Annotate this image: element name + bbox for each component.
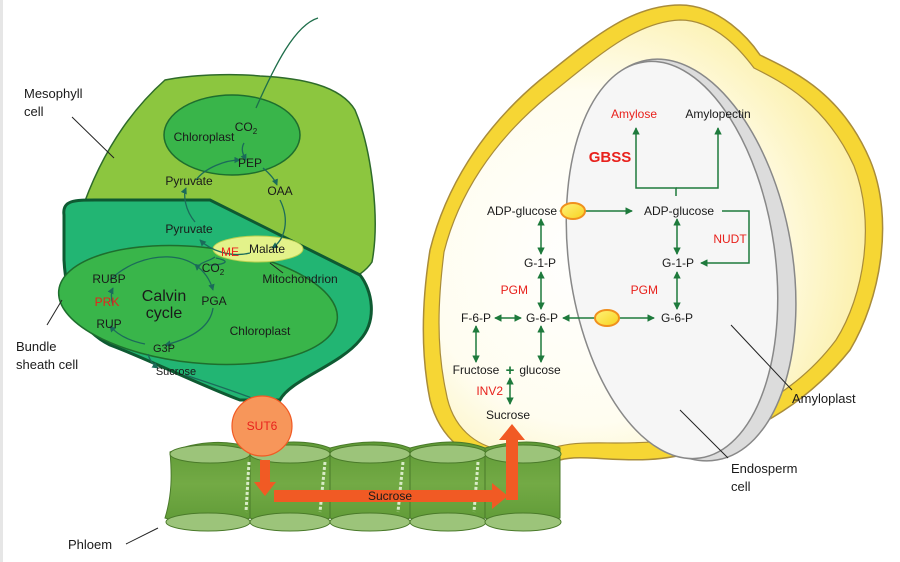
mesophyll-cell-label-line2: cell (24, 104, 44, 119)
bundle-sheath-chloroplast (57, 244, 339, 366)
calvin-cycle-label-line2: cycle (146, 305, 183, 322)
phloem-segments (164, 441, 562, 532)
fructose-label: Fructose (453, 363, 500, 377)
me-line (209, 257, 226, 266)
endosperm-cell-label-line2: cell (731, 479, 751, 494)
arrow-pga-g3p (164, 307, 214, 347)
arrow-pyruvate-to-mesophyll (180, 187, 196, 223)
sucrose-bundle-sheath-label: Sucrose (156, 366, 196, 378)
arrow-to-endosperm (499, 424, 525, 500)
bundle-sheath-chloroplast-label: Chloroplast (230, 324, 291, 338)
arrow-malate-pyruvate (199, 239, 251, 256)
arrow-co2-pep (240, 142, 247, 161)
g1p-cytosol-label: G-1-P (524, 256, 556, 270)
arrow-oaa-malate (271, 199, 286, 249)
bundle-sheath-pointer (46, 299, 63, 326)
phloem (164, 441, 562, 532)
callout-pointers (46, 116, 793, 545)
arrow-pyruvate-pep (195, 156, 241, 181)
sucrose-endosperm-label: Sucrose (486, 408, 530, 422)
pyruvate-bundle-sheath-label: Pyruvate (165, 222, 213, 236)
amyloplast (565, 58, 797, 462)
arrow-nudt (700, 210, 750, 267)
inv2-enzyme-label: INV2 (476, 384, 503, 398)
bundle-sheath-cell-label-line1: Bundle (16, 339, 56, 354)
nudt-enzyme-label: NUDT (713, 232, 747, 246)
mitochondrion-label: Mitochondrion (262, 272, 337, 286)
left-border (0, 0, 3, 562)
sut6-label: SUT6 (247, 419, 278, 433)
arrow-rup-rubp (107, 287, 114, 306)
arrow-phloem-flow (274, 483, 508, 509)
pep-label: PEP (238, 156, 262, 170)
g1p-amyloplast-label: G-1-P (662, 256, 694, 270)
sut6-transporter (231, 395, 293, 457)
oaa-label: OAA (267, 184, 292, 198)
me-enzyme-label: ME (221, 245, 239, 259)
mesophyll-chloroplast (163, 94, 301, 176)
mesophyll-chloroplast-label: Chloroplast (174, 130, 235, 144)
adp-glucose-cytosol-label: ADP-glucose (487, 204, 557, 218)
bundle-sheath-cell (57, 198, 373, 402)
f6p-label: F-6-P (461, 311, 491, 325)
mesophyll-pointer (71, 116, 115, 159)
sucrose-flow-arrows (254, 424, 525, 509)
amyloplast-label: Amyloplast (792, 391, 856, 406)
co2-bundle-sheath-label: CO2 (202, 261, 225, 277)
endosperm-pointer (679, 409, 729, 459)
pgm-cytosol-label: PGM (501, 283, 528, 297)
g6p-amyloplast-label: G-6-P (661, 311, 693, 325)
adp-glucose-transporter (560, 202, 586, 220)
amylopectin-label: Amylopectin (685, 107, 750, 121)
arrow-pep-oaa (262, 167, 278, 186)
pyruvate-mesophyll-label: Pyruvate (165, 174, 213, 188)
sieve-plates (244, 461, 480, 513)
malate-label: Malate (249, 242, 285, 256)
amylose-label: Amylose (611, 107, 657, 121)
rup-label: RUP (96, 317, 121, 331)
arrow-rubp-pga (109, 256, 215, 291)
glucose-label: glucose (519, 363, 561, 377)
arrow-to-amylose (632, 127, 677, 196)
bundle-sheath-cell-label-line2: sheath cell (16, 357, 78, 372)
amyloplast-inner-membrane (565, 60, 779, 460)
arrow-malate-co2 (194, 256, 216, 271)
endosperm-cell-label-line1: Endosperm (731, 461, 797, 476)
sucrose-phloem-label: Sucrose (368, 489, 412, 503)
prk-enzyme-label: PRK (95, 295, 120, 309)
co2-mesophyll-label: CO2 (235, 120, 258, 136)
g3p-label: G3P (153, 343, 175, 355)
g6p-transporter (594, 309, 620, 327)
arrow-g3p-sucrose (147, 353, 159, 369)
calvin-cycle-label-line1: Calvin (142, 288, 186, 305)
co2-entry-line (255, 17, 319, 109)
pga-label: PGA (201, 294, 226, 308)
arrow-to-amylopectin (676, 127, 722, 189)
plus-sign: + (506, 362, 515, 379)
gbss-enzyme-label: GBSS (589, 149, 632, 166)
phloem-pointer (125, 527, 159, 545)
arrow-g3p-rup (109, 325, 146, 345)
pgm-amyloplast-label: PGM (631, 283, 658, 297)
mesophyll-cell-label-line1: Mesophyll (24, 86, 83, 101)
adp-glucose-amyloplast-label: ADP-glucose (644, 204, 714, 218)
phloem-label: Phloem (68, 537, 112, 552)
rubp-label: RUBP (92, 272, 125, 286)
g6p-cytosol-label: G-6-P (526, 311, 558, 325)
mitochondrion-pointer (269, 262, 284, 274)
arrow-sut6-down (254, 460, 276, 496)
amyloplast-pointer (730, 324, 793, 391)
